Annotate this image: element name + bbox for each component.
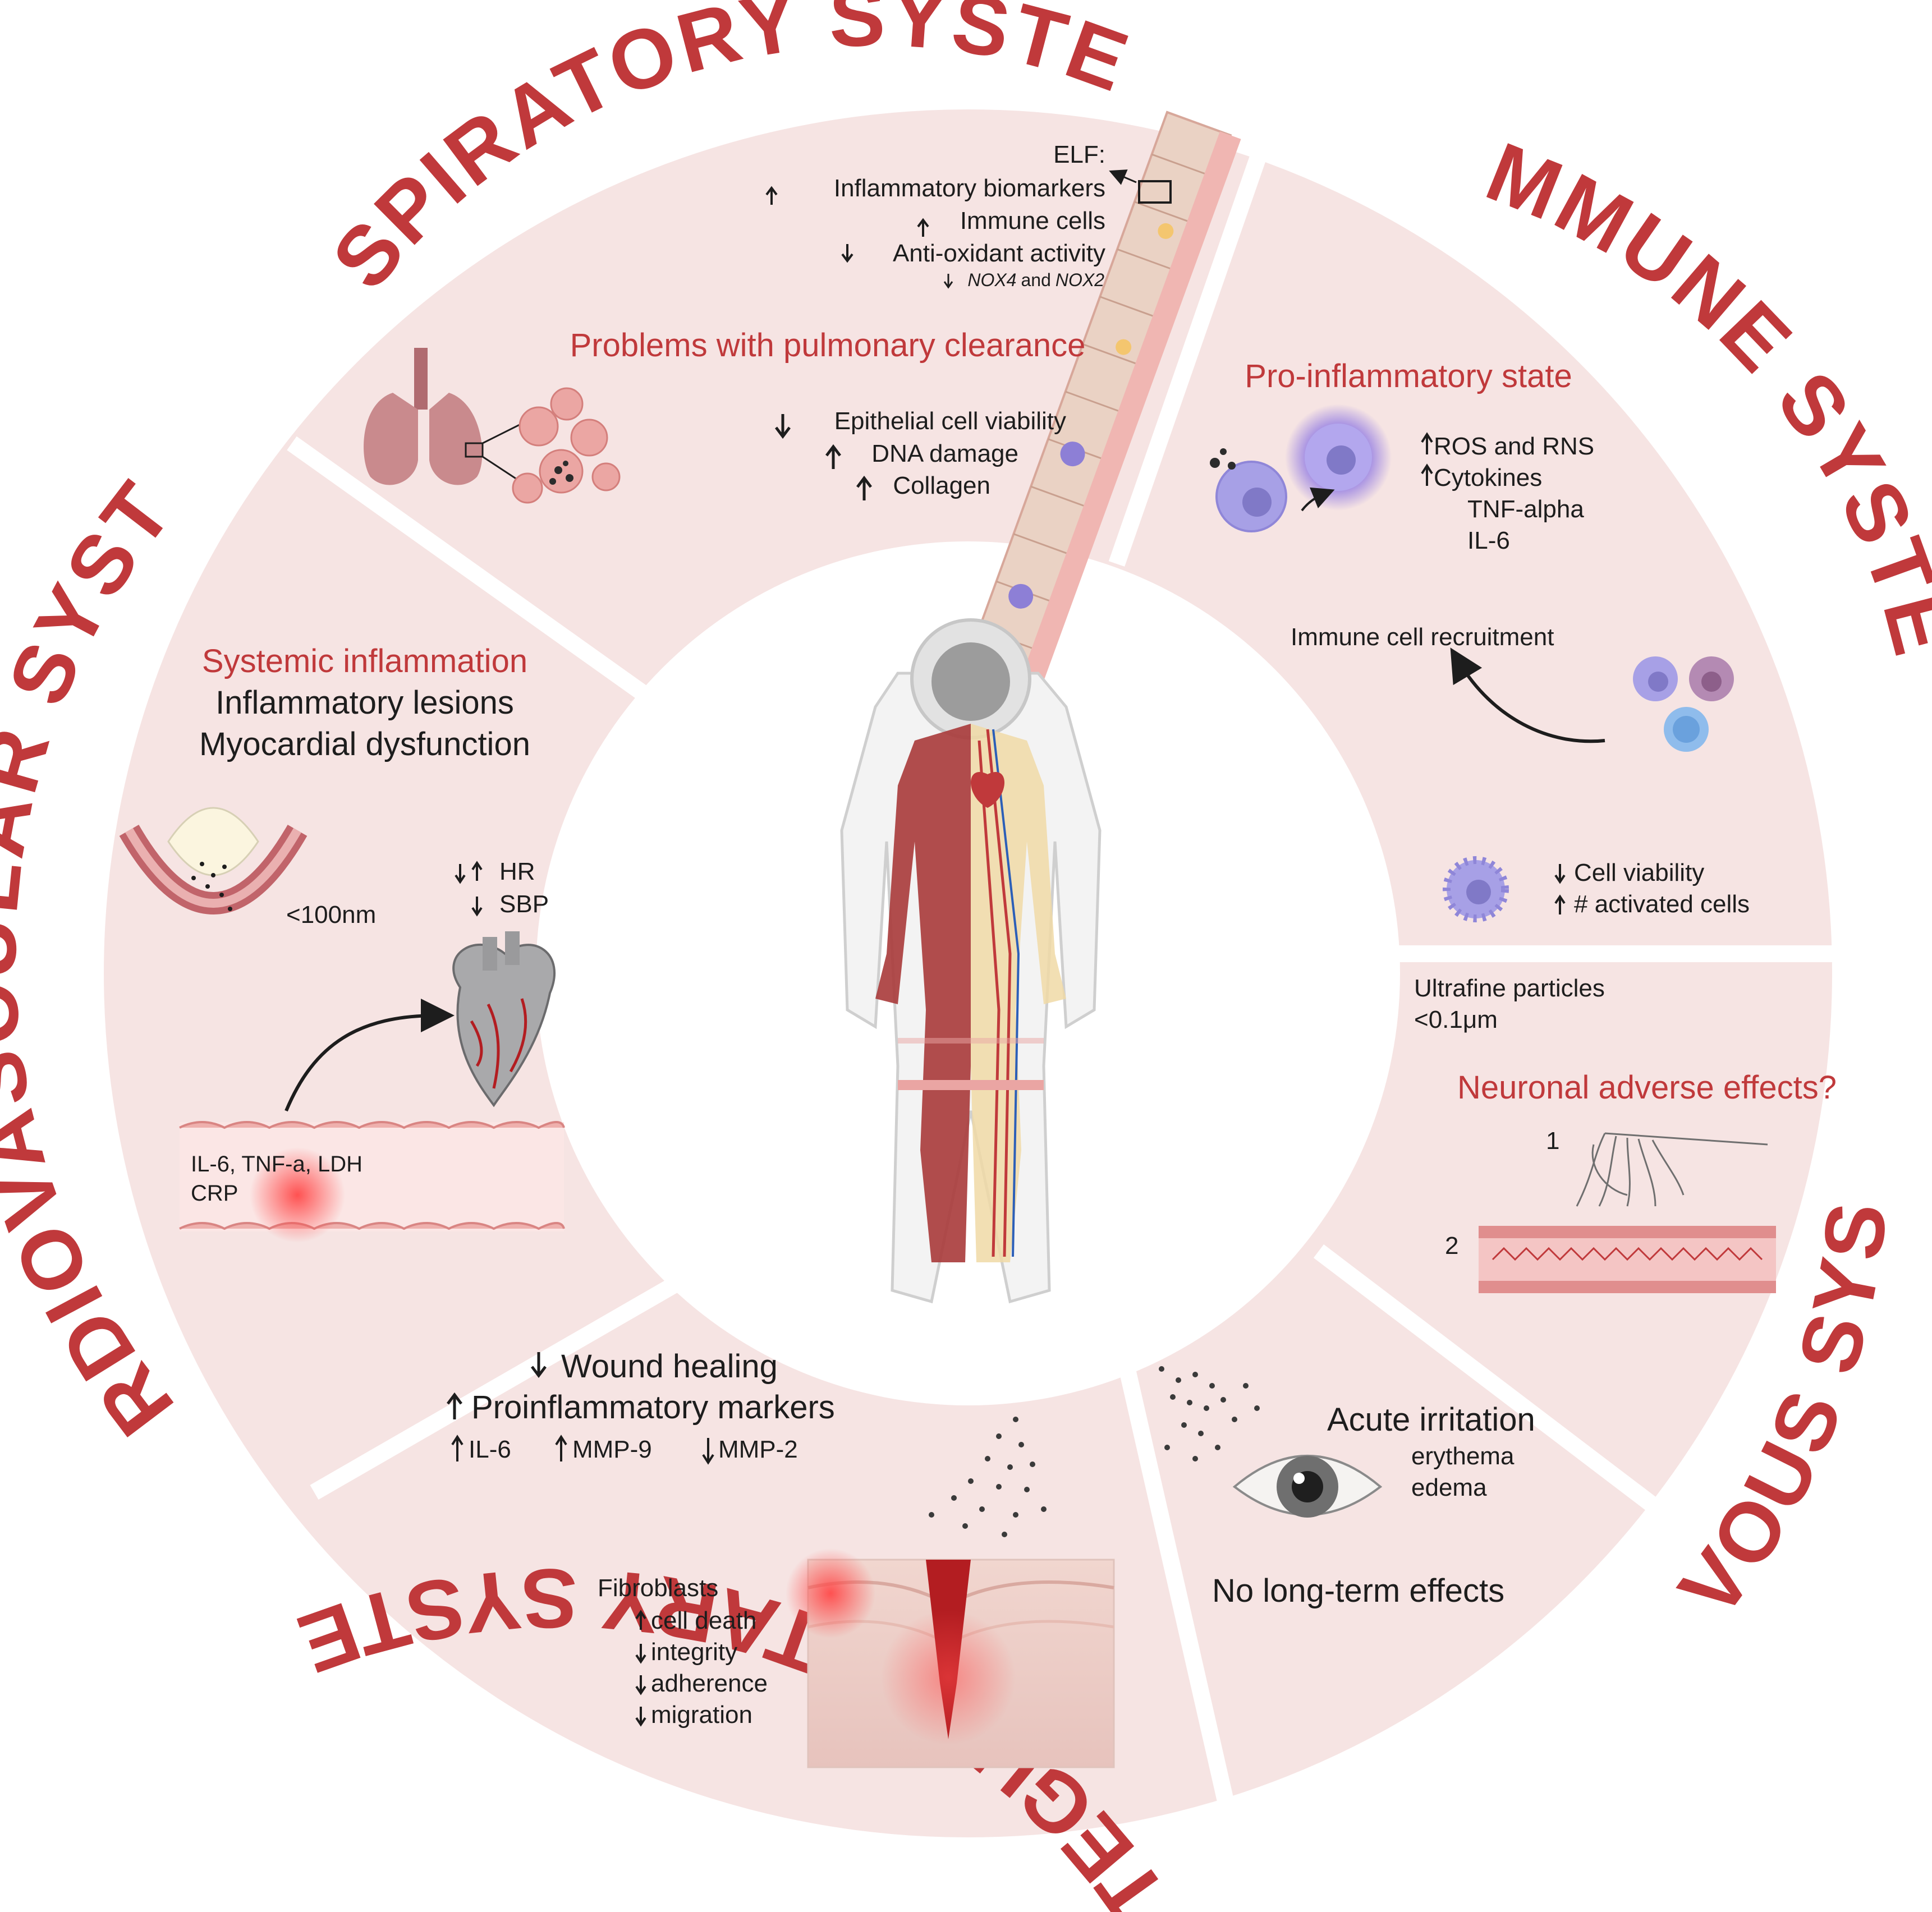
label-1: 1: [1546, 1127, 1559, 1155]
up-arrow-icon: [1421, 432, 1433, 454]
eye-illustration: [1232, 1455, 1383, 1518]
down-arrow-icon: [455, 864, 466, 884]
up-arrow-icon: [1554, 894, 1566, 914]
neuronal-effects-title: Neuronal adverse effects?: [1457, 1069, 1837, 1106]
marker-item: MMP-2: [718, 1436, 798, 1463]
nervous-panel: Ultrafine particles <0.1μm Neuronal adve…: [1414, 975, 1837, 1293]
up-arrow-icon: [825, 444, 841, 469]
neuron-illustration: [1576, 1132, 1768, 1207]
sbp-label: SBP: [499, 890, 549, 918]
viability-item: # activated cells: [1574, 890, 1750, 918]
down-arrow-icon: [635, 1675, 646, 1695]
no-long-term-effects: No long-term effects: [1212, 1573, 1504, 1609]
wound-healing-label: Wound healing: [561, 1348, 778, 1385]
fibro-item: integrity: [651, 1638, 737, 1666]
zoom-box: [1138, 180, 1172, 204]
down-arrow-icon: [531, 1352, 547, 1378]
proinflammatory-label: Proinflammatory markers: [471, 1389, 835, 1426]
plaque-illustration: [119, 807, 308, 914]
up-arrow-icon: [555, 1435, 567, 1461]
effect-item: Epithelial cell viability: [834, 407, 1066, 435]
effect-item: DNA damage: [871, 440, 1018, 467]
down-arrow-icon: [943, 274, 953, 289]
up-arrow-icon: [1421, 463, 1433, 486]
acute-irritation-title: Acute irritation: [1327, 1401, 1535, 1438]
vessel-marker: IL-6, TNF-a, LDH: [191, 1152, 362, 1176]
epithelium-illustration: [966, 111, 1241, 688]
immune-marker: ROS and RNS: [1434, 433, 1594, 460]
cardio-line: Inflammatory lesions: [215, 684, 514, 721]
down-arrow-icon: [635, 1644, 646, 1664]
vessel-illustration: [179, 1121, 565, 1243]
immune-marker: Cytokines: [1434, 464, 1542, 491]
symptom-item: edema: [1411, 1474, 1487, 1501]
particle-cloud: [1159, 1366, 1260, 1461]
eye-panel: Acute irritation erythema edema No long-…: [1159, 1366, 1535, 1609]
particle-size-label: <100nm: [286, 901, 376, 929]
down-arrow-icon: [471, 897, 483, 917]
up-arrow-icon: [635, 1610, 646, 1630]
immune-recruitment-label: Immune cell recruitment: [1291, 623, 1554, 651]
elf-label: ELF:: [1053, 141, 1105, 168]
integumentary-panel: Wound healing Proinflammatory markers IL…: [447, 1348, 1115, 1768]
particle-label: Ultrafine particles: [1414, 975, 1605, 1002]
elf-item: Immune cells: [960, 207, 1105, 235]
cardio-line: Myocardial dysfunction: [199, 726, 530, 762]
pro-inflammatory-title: Pro-inflammatory state: [1245, 358, 1572, 394]
up-arrow-icon: [447, 1392, 462, 1419]
down-arrow-icon: [841, 244, 853, 263]
up-arrow-icon: [856, 475, 872, 500]
elf-item: Inflammatory biomarkers: [834, 174, 1105, 202]
up-arrow-icon: [471, 861, 483, 881]
blood-brain-barrier-illustration: [1479, 1226, 1776, 1293]
immune-marker: IL-6: [1467, 527, 1510, 554]
fibro-item: adherence: [651, 1670, 768, 1697]
particle-label: <0.1μm: [1414, 1006, 1498, 1033]
immune-marker: TNF-alpha: [1467, 495, 1584, 523]
elf-item: Anti-oxidant activity: [893, 240, 1105, 267]
macrophage-illustration: [1210, 404, 1392, 532]
marker-item: IL-6: [469, 1436, 511, 1463]
up-arrow-icon: [451, 1435, 464, 1461]
up-arrow-icon: [917, 218, 929, 237]
fibroblasts-label: Fibroblasts: [598, 1574, 718, 1602]
down-arrow-icon: [635, 1707, 646, 1727]
vessel-marker: CRP: [191, 1181, 238, 1206]
heart-arrow: [284, 999, 455, 1112]
lungs-illustration: [364, 348, 621, 504]
up-arrow-icon: [765, 186, 778, 205]
viability-item: Cell viability: [1574, 859, 1704, 886]
particle-cloud: [929, 1417, 1047, 1537]
symptom-item: erythema: [1411, 1442, 1515, 1470]
dendritic-cell-illustration: [1443, 856, 1509, 922]
effect-item: Collagen: [893, 472, 990, 499]
hr-label: HR: [499, 858, 535, 885]
fibro-item: cell death: [651, 1607, 756, 1634]
immune-panel: Pro-inflammatory state ROS and RNS Cytok…: [1210, 358, 1750, 922]
systemic-inflammation-title: Systemic inflammation: [202, 643, 527, 679]
label-2: 2: [1445, 1232, 1458, 1260]
immune-cells-illustration: [1633, 656, 1734, 752]
skin-wound-illustration: [786, 1548, 1115, 1768]
heart-illustration: [452, 931, 556, 1107]
cardiovascular-panel: Systemic inflammation Inflammatory lesio…: [119, 643, 565, 1243]
pulmonary-clearance-title: Problems with pulmonary clearance: [570, 327, 1086, 364]
astronaut-anatomy-illustration: [840, 618, 1102, 1304]
recruitment-arrow: [1450, 647, 1605, 743]
down-arrow-icon: [1554, 864, 1566, 884]
marker-item: MMP-9: [572, 1436, 652, 1463]
fibro-item: migration: [651, 1701, 752, 1729]
respiratory-panel: ELF: Inflammatory biomarkers Immune cell…: [364, 111, 1241, 688]
down-arrow-icon: [775, 414, 791, 439]
down-arrow-icon: [702, 1438, 714, 1465]
